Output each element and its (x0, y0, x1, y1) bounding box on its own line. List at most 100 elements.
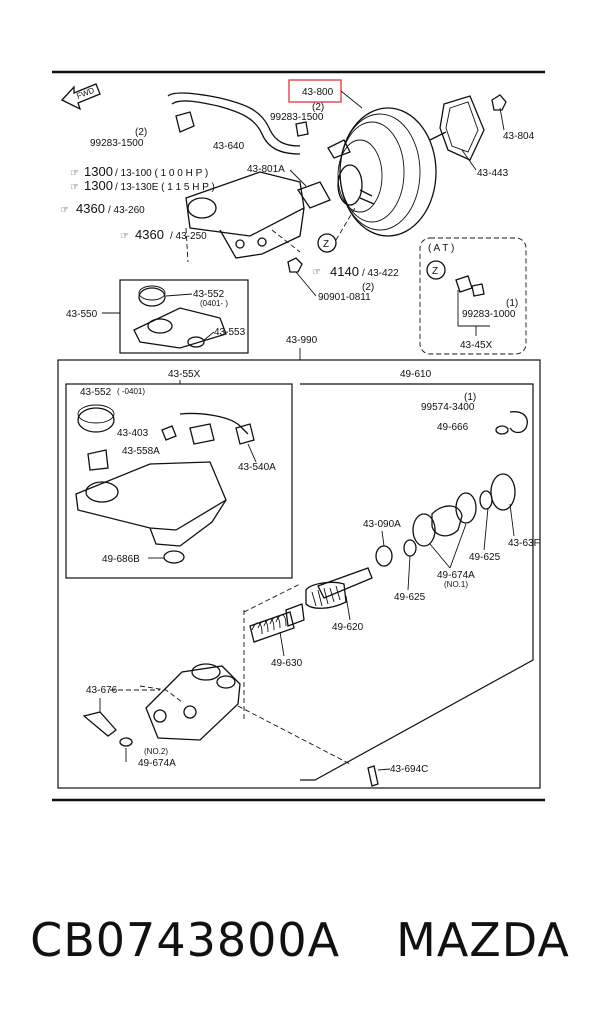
screw-43-694c (367, 765, 379, 787)
at-99283-qty: (1) (506, 298, 518, 309)
ref-4360-b: ☞ 4360 / 43-250 (120, 227, 207, 242)
master-cylinder-body (110, 663, 241, 741)
inner-reservoir (75, 461, 227, 531)
leader (335, 207, 356, 241)
leader (345, 595, 351, 621)
seal-a (455, 492, 477, 524)
inner-cap-top (77, 404, 115, 424)
at-title: ( A T ) (428, 243, 454, 254)
svg-text:☞: ☞ (312, 267, 321, 278)
vacuum-hose-inner (171, 100, 301, 155)
primary-piston-rod (317, 567, 373, 599)
svg-text:☞: ☞ (120, 231, 129, 242)
label-43-800-qty: (2) (312, 102, 324, 113)
label-99574-3400: 99574-3400 (421, 402, 475, 413)
label-43-553: 43-553 (214, 327, 246, 338)
at-43-45x: 43-45X (460, 340, 493, 351)
reservoir-cap-top (138, 285, 166, 301)
brake-booster (327, 107, 447, 237)
label-43-63f: 43-63F (508, 538, 540, 549)
leader (247, 443, 257, 463)
level-sensor (189, 423, 215, 445)
bleeder-43-676 (82, 711, 117, 737)
svg-text:4360: 4360 (135, 227, 164, 242)
leader (449, 523, 467, 569)
svg-text:/ 13-130E ( 1 1 5 H P ): / 13-130E ( 1 1 5 H P ) (115, 182, 215, 193)
label-99574-qty: (1) (464, 392, 476, 403)
leader (483, 507, 489, 551)
ref-4360-a: ☞ 4360 / 43-260 (60, 201, 145, 216)
spring-49-630 (249, 611, 295, 643)
label-49-610: 49-610 (400, 369, 432, 380)
label-43-694c: 43-694C (390, 764, 428, 775)
svg-text:/ 43-422: / 43-422 (362, 268, 399, 279)
svg-text:1300: 1300 (84, 178, 113, 193)
label-49-674a-no1: 49-674A (437, 570, 475, 581)
label-43-403: 43-403 (117, 428, 149, 439)
master-cylinder-top (185, 171, 305, 263)
svg-text:4140: 4140 (330, 264, 359, 279)
z-marker (317, 233, 337, 253)
at-box (419, 237, 527, 355)
brand-name: MAZDA (396, 913, 570, 967)
clip-43-403 (161, 425, 177, 441)
washer-49-666 (495, 425, 509, 435)
grommet (187, 336, 205, 348)
level-sensor-wire (179, 412, 249, 435)
label-49-666: 49-666 (437, 422, 469, 433)
label-49-674a-no2: 49-674A (138, 758, 176, 769)
label-43-804: 43-804 (503, 131, 535, 142)
strainer (87, 449, 109, 471)
label-43-990: 43-990 (286, 335, 318, 346)
label-43-552-inner: 43-552 (80, 387, 112, 398)
inner-reservoir-neck (85, 481, 119, 503)
label-43-090a: 43-090A (363, 519, 401, 530)
leader (377, 768, 391, 771)
reservoir-kit-box (65, 383, 293, 579)
svg-text:☞: ☞ (70, 182, 79, 193)
leader (499, 107, 505, 131)
secondary-piston (431, 505, 463, 537)
leader (509, 503, 515, 537)
primary-piston-ribs (311, 585, 341, 607)
check-valve (295, 121, 309, 137)
svg-text:/ 13-100 ( 1 0 0 H P ): / 13-100 ( 1 0 0 H P ) (115, 168, 208, 179)
primary-piston (305, 581, 347, 609)
at-valve-clip (471, 283, 485, 297)
reservoir (133, 307, 227, 349)
repair-kit-box (300, 383, 534, 781)
label-43-558a: 43-558A (122, 446, 160, 457)
cup-43-090a (375, 545, 393, 567)
part-number: CB0743800A (30, 913, 341, 967)
at-valve (455, 275, 473, 293)
leader (289, 169, 307, 187)
vacuum-hose (167, 92, 301, 147)
label-43-552-top: 43-552 (193, 289, 225, 300)
leader (340, 90, 363, 109)
ref-4140: ☞ 4140 / 43-422 (312, 264, 399, 279)
leader (295, 271, 317, 297)
reservoir-neck (147, 318, 173, 334)
at-99283-1000: 99283-1000 (462, 309, 516, 320)
label-43-640: 43-640 (213, 141, 245, 152)
assembly-box-43-990 (57, 359, 541, 789)
z-marker-text: Z (323, 239, 329, 250)
label-43-443: 43-443 (477, 168, 509, 179)
label-99283-left-qty: (2) (135, 127, 147, 138)
label-43-676: 43-676 (86, 685, 118, 696)
gasket-43-801a (297, 181, 331, 209)
label-43-550: 43-550 (66, 309, 98, 320)
hose-clip (175, 111, 195, 133)
leader (165, 293, 193, 297)
leader (203, 331, 215, 341)
guide-line (237, 705, 351, 765)
gasket-plate (439, 94, 507, 161)
leader (407, 555, 411, 591)
svg-text:☞: ☞ (70, 168, 79, 179)
svg-text:/ 43-250: / 43-250 (170, 231, 207, 242)
label-43-55x: 43-55X (168, 369, 201, 380)
leader (429, 543, 451, 569)
ring-49-625-b (403, 539, 417, 557)
spring-seat (285, 603, 305, 627)
leader (461, 149, 477, 171)
